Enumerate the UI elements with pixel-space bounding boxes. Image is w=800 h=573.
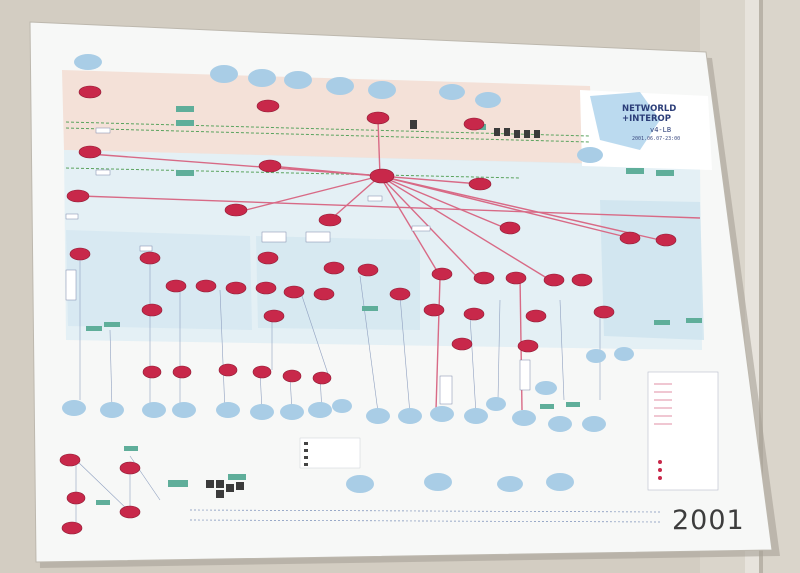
logo-line-1: NETWORLD: [622, 104, 677, 114]
router-icons: [59, 85, 677, 535]
poster-date: 2001.06.07-23:00: [632, 136, 681, 142]
logo-line-2: +INTEROP: [622, 114, 672, 124]
label-chips: [65, 127, 531, 405]
info-box: [299, 437, 361, 469]
zone-mid: [256, 236, 420, 330]
green-rail-lines: [65, 121, 591, 179]
poster-year: 2001: [672, 505, 745, 536]
info-box-bullets: [304, 442, 308, 466]
server-icons: [206, 120, 540, 498]
legend-lines: [654, 383, 672, 425]
legend-dots: [658, 460, 662, 480]
legend-box: [647, 371, 719, 491]
poster-logo: NETWORLD +INTEROP: [622, 104, 686, 124]
cloud-icons: [62, 54, 634, 493]
door-frame-shadow: [759, 0, 763, 573]
logo-map-blob: [590, 92, 660, 150]
poster-version: v4-LB: [650, 126, 672, 134]
zone-left: [66, 230, 252, 330]
red-backbone-lines: [79, 119, 701, 411]
